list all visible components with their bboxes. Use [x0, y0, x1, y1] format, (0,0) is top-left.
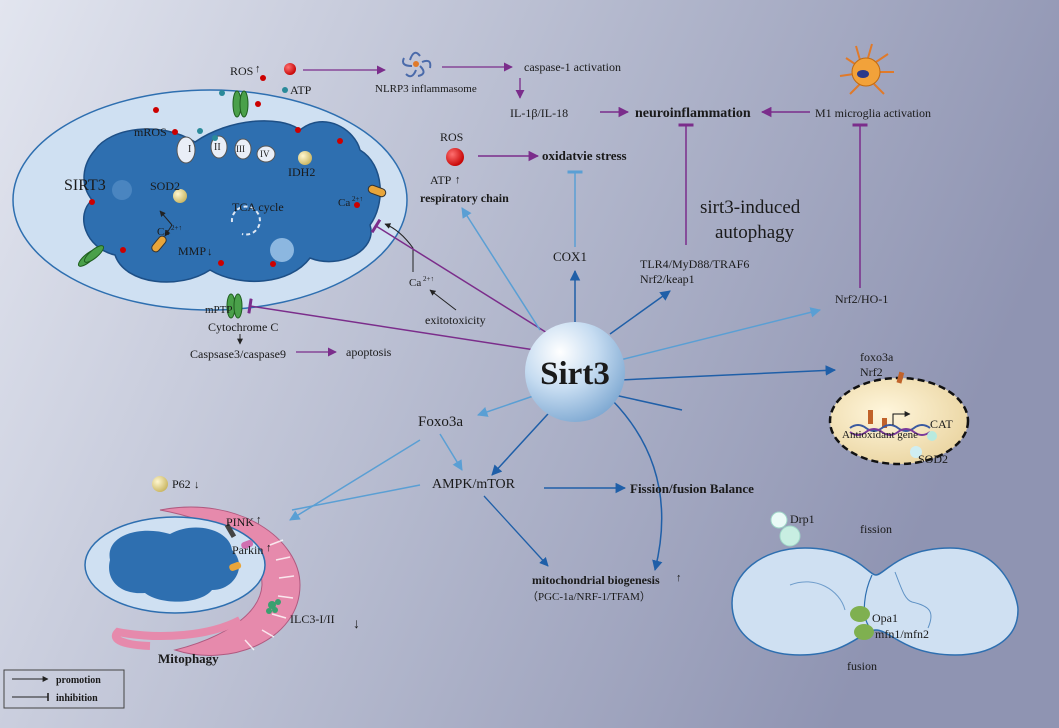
label-mfn1-mfn2: mfn1/mfn2	[875, 627, 929, 641]
lc3-down-arrow: ↓	[353, 617, 360, 632]
label-cat: CAT	[930, 417, 953, 431]
label-cytochrome-c: Cytochrome C	[208, 320, 278, 334]
ros-ball-icon	[446, 148, 464, 166]
label-antioxidant-gene: Antioxidant gene	[842, 429, 918, 441]
mitophagy-figure	[84, 476, 301, 656]
atp-up-arrow: ↑	[455, 174, 461, 186]
arrow-ca-into-mito	[384, 223, 414, 272]
label-nlrp3: NLRP3 inflammasome	[375, 83, 477, 95]
label-biogenesis-sub: （PGC-1a/NRF-1/TFAM）	[527, 590, 651, 603]
microglia-icon	[839, 43, 894, 95]
label-complex-iii: III	[236, 144, 245, 154]
label-atp-resp: ATP	[430, 173, 452, 187]
pink-up-arrow: ↑	[256, 514, 262, 526]
mmp-down-arrow: ↓	[207, 246, 213, 258]
label-opa1: Opa1	[872, 611, 898, 625]
label-sirt3-induced: sirt3-induced	[700, 197, 801, 218]
label-ca-inner: Ca	[338, 197, 350, 209]
label-neuroinflammation: neuroinflammation	[635, 106, 751, 121]
arrow-exito-to-ca	[429, 289, 457, 311]
label-mptp: mPTP	[205, 304, 233, 316]
label-sirt3-center: Sirt3	[540, 356, 610, 392]
label-respiratory-chain: respiratory chain	[420, 191, 509, 205]
label-ca-exito: Ca	[409, 277, 421, 289]
label-cox1: COX1	[553, 249, 587, 264]
label-apoptosis: apoptosis	[346, 345, 392, 359]
label-pink: PINK	[226, 515, 254, 529]
label-mmp: MMP	[178, 244, 206, 258]
label-complex-iv: IV	[260, 149, 270, 159]
label-complex-ii: II	[214, 142, 221, 153]
legend-promotion: promotion	[56, 675, 101, 686]
label-parkin: Parkin	[232, 543, 263, 557]
arrow-ampk-to-biogenesis	[483, 495, 549, 567]
mitochondrion-top	[12, 63, 408, 319]
legend-inhibition: inhibition	[56, 693, 98, 704]
label-nrf2-ho1: Nrf2/HO-1	[835, 292, 888, 306]
ca-exito-superscript: 2+↑	[423, 275, 434, 283]
p62-down-arrow: ↓	[194, 479, 200, 491]
legend	[3, 669, 125, 709]
label-tca-cycle: TCA cycle	[232, 200, 284, 214]
label-m1-microglia: M1 microglia activation	[815, 106, 931, 120]
label-nrf2-keap1: Nrf2/keap1	[640, 272, 695, 286]
label-fission: fission	[860, 522, 892, 536]
label-exitotoxicity: exitotoxicity	[425, 313, 486, 327]
label-mros: mROS	[134, 125, 167, 139]
nlrp3-inflammasome-icon	[402, 51, 432, 78]
ros-up-arrow: ↑	[255, 63, 261, 75]
label-oxidative-stress: oxidatvie stress	[542, 148, 627, 163]
sirt3-spokes	[247, 207, 837, 572]
label-autophagy: autophagy	[715, 222, 795, 243]
label-fusion: fusion	[847, 659, 877, 673]
label-il1b-il18: IL-1β/IL-18	[510, 106, 568, 120]
label-tlr4-myd88-traf6: TLR4/MyD88/TRAF6	[640, 257, 749, 271]
label-fission-fusion-balance: Fission/fusion Balance	[630, 481, 754, 496]
arrow-foxo3a-to-ampk	[439, 433, 463, 471]
arrow-ampk-to-mitophagy	[291, 484, 421, 511]
label-ros-top: ROS	[230, 64, 253, 78]
label-sod2-nucleus: SOD2	[918, 452, 948, 466]
label-ampk-mtor: AMPK/mTOR	[432, 477, 516, 492]
label-nrf2-nucleus: Nrf2	[860, 365, 883, 379]
fission-fusion-figure	[731, 511, 1019, 656]
label-sirt3-mito: SIRT3	[64, 177, 106, 194]
sirt3-center-node	[525, 322, 625, 422]
nucleus	[828, 371, 970, 466]
label-ca-mmp: Ca	[157, 226, 169, 238]
ca-inner-superscript: 2+↑	[352, 195, 363, 203]
label-atp-top: ATP	[290, 83, 312, 97]
label-mito-biogenesis: mitochondrial biogenesis	[532, 573, 660, 587]
label-foxo3a-nucleus: foxo3a	[860, 350, 894, 364]
label-idh2: IDH2	[288, 165, 315, 179]
biogenesis-up-arrow: ↑	[676, 572, 682, 584]
label-caspase3-9: Caspsase3/caspase9	[190, 347, 286, 361]
label-lc3: ILC3-I/II	[290, 612, 335, 626]
label-caspase1: caspase-1 activation	[524, 60, 621, 74]
label-ros-oxidative: ROS	[440, 130, 463, 144]
parkin-up-arrow: ↑	[266, 542, 272, 554]
ca-mmp-superscript: 2+↑	[171, 224, 182, 232]
label-p62: P62	[172, 477, 191, 491]
label-sod2-mito: SOD2	[150, 179, 180, 193]
label-drp1: Drp1	[790, 512, 815, 526]
label-mitophagy: Mitophagy	[158, 651, 219, 666]
label-complex-i: I	[188, 144, 191, 155]
label-foxo3a: Foxo3a	[418, 414, 463, 430]
